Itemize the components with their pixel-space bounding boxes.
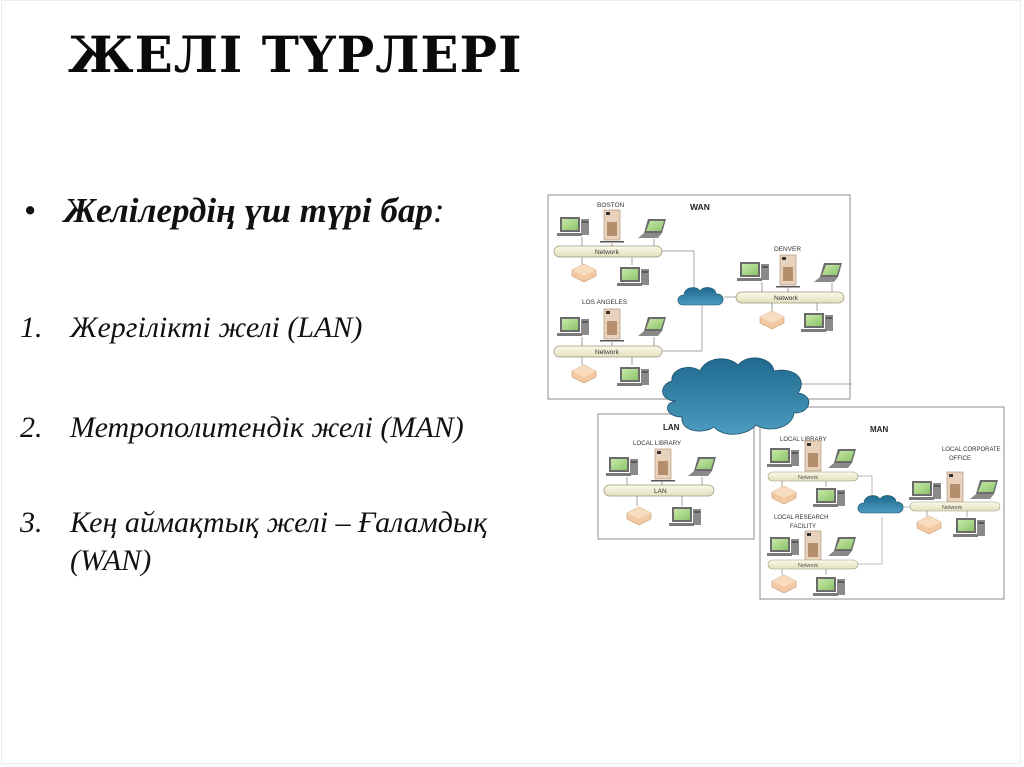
list-item-man: 2. Метрополитендік желі (MAN) (20, 409, 570, 447)
bullet-colon: : (432, 191, 445, 230)
denver-network-label: Network (774, 295, 799, 302)
man-library-label: LOCAL LIBRARY (780, 437, 827, 443)
man-label: MAN (870, 425, 888, 434)
man-library-network-label: Network (798, 475, 818, 481)
man-research-label: LOCAL RESEARCH (774, 515, 828, 521)
internet-cloud-icon (662, 357, 810, 435)
boston-network-label: Network (595, 249, 620, 256)
lan-network-label: LAN (654, 488, 667, 495)
wan-label: WAN (690, 202, 710, 212)
list-item-lan: 1. Жергілікті желі (LAN) (20, 309, 570, 347)
bullet-heading: • Желілердің үш түрі бар: (24, 191, 445, 231)
lan-label: LAN (663, 423, 680, 432)
list-text: Метрополитендік желі (MAN) (70, 411, 464, 444)
list-number: 3. (20, 506, 43, 539)
man-corporate-label-office: OFFICE (949, 456, 971, 462)
lan-site-label: LOCAL LIBRARY (633, 440, 681, 447)
list-number: 1. (20, 311, 43, 344)
slide-title: ЖЕЛІ ТҮРЛЕРІ (68, 25, 523, 84)
man-corporate-network-label: Network (942, 505, 962, 511)
site-boston-label: BOSTON (597, 202, 625, 209)
list-text: Жергілікті желі (LAN) (70, 311, 363, 344)
list-item-wan: 3. Кең аймақтық желі – Ғаламдық (WAN) (20, 504, 550, 580)
la-network-label: Network (595, 349, 620, 356)
site-los-angeles-label: LOS ANGELES (582, 299, 628, 306)
site-denver-label: DENVER (774, 246, 801, 253)
list-text: Кең аймақтық желі – Ғаламдық (WAN) (70, 506, 488, 577)
bullet-marker: • (24, 191, 37, 230)
man-research-label-2: FACILITY (790, 524, 816, 530)
list-number: 2. (20, 411, 43, 444)
man-research-network-label: Network (798, 563, 818, 569)
man-corporate-label: LOCAL CORPORATE (942, 447, 1001, 453)
bullet-text: Желілердің үш түрі бар (64, 191, 433, 230)
network-types-diagram: WAN BOSTON Network LOS ANGELES Network D… (547, 194, 1005, 600)
